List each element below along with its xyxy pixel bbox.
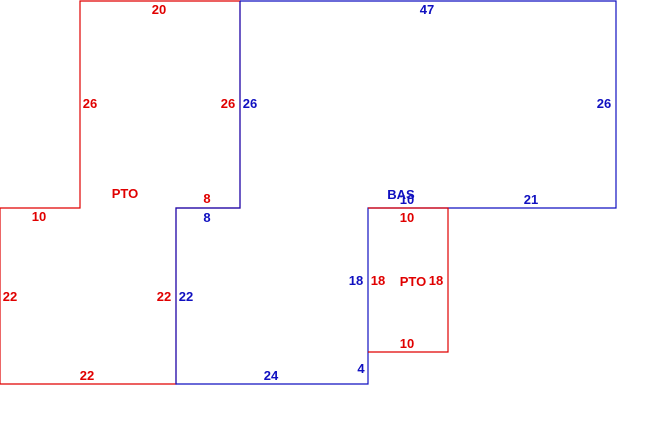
dim-bas-inner-left: 18 xyxy=(349,273,363,288)
dim-pto-left-upper-right: 26 xyxy=(221,96,235,111)
dim-bas-inner-top: 10 xyxy=(400,192,414,207)
dim-pto-left-right: 22 xyxy=(157,289,171,304)
dim-bas-small-corner: 4 xyxy=(357,361,365,376)
dim-pto-left-left: 22 xyxy=(3,289,17,304)
dim-pto-left-upper-left: 26 xyxy=(83,96,97,111)
dim-bas-step: 8 xyxy=(203,210,210,225)
pto-small-outline xyxy=(368,207,449,353)
dim-bas-top: 47 xyxy=(420,2,434,17)
dim-bas-left: 22 xyxy=(179,289,193,304)
dim-pto-left-step-top: 10 xyxy=(32,209,46,224)
area-label-pto-small: PTO xyxy=(400,274,427,289)
bas-outline xyxy=(175,0,617,385)
area-label-bas: BAS xyxy=(387,187,415,202)
dim-pto-small-top: 10 xyxy=(400,210,414,225)
area-label-pto-left: PTO xyxy=(112,186,139,201)
dim-bas-right: 26 xyxy=(597,96,611,111)
dim-pto-left-top: 20 xyxy=(152,2,166,17)
dim-pto-left-step-inner: 8 xyxy=(203,191,210,206)
dim-bas-lower-right-top: 21 xyxy=(524,192,538,207)
dim-bas-upper-left: 26 xyxy=(243,96,257,111)
dim-pto-small-left: 18 xyxy=(371,273,385,288)
dim-pto-small-bottom: 10 xyxy=(400,336,414,351)
dim-pto-left-bottom: 22 xyxy=(80,368,94,383)
dim-bas-bottom: 24 xyxy=(264,368,279,383)
dim-pto-small-right: 18 xyxy=(429,273,443,288)
